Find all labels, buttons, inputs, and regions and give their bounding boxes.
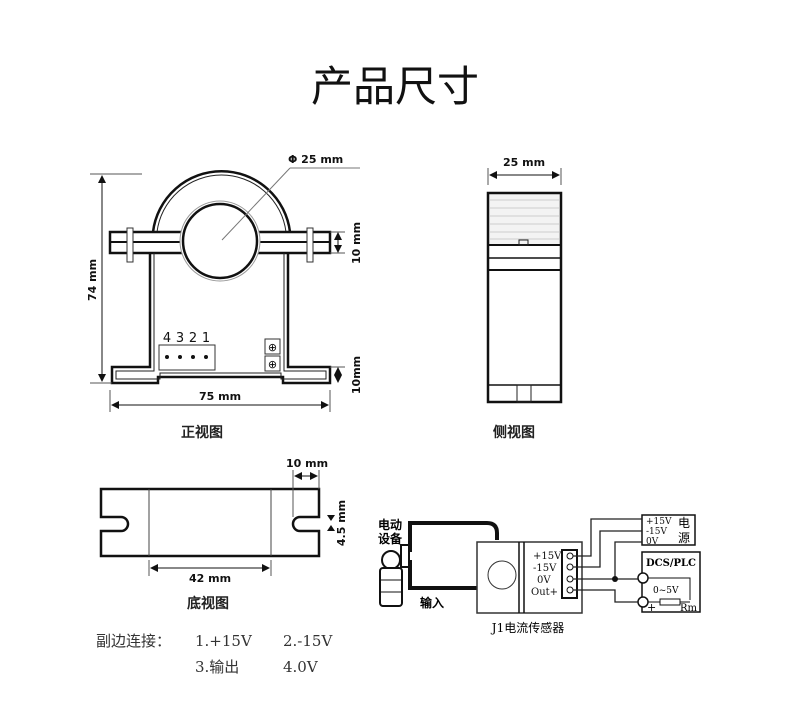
- front-view: 4 3 2 1 ⊕ ⊕ Φ 25 mm 74 mm 10 mm 10mm 75 …: [86, 153, 363, 441]
- dcs-plus-label: +: [647, 601, 656, 614]
- motor-icon: [379, 544, 410, 607]
- front-view-caption: 正视图: [181, 424, 223, 441]
- screw-icon: ⊕: [268, 358, 277, 371]
- height-label: 74 mm: [86, 259, 99, 301]
- input-label: 输入: [420, 595, 444, 610]
- pin-label: 1: [202, 331, 210, 346]
- bottom-view-caption: 底视图: [187, 595, 229, 612]
- power-label: +15V: [646, 517, 672, 527]
- side-width-label: 25 mm: [503, 156, 545, 169]
- pin-label: 2: [189, 331, 197, 346]
- base-plate: [99, 487, 321, 558]
- power-label: -15V: [646, 527, 667, 537]
- connection-notes: 副边连接： 1.+15V 2.-15V 3.输出 4.0V: [96, 632, 333, 676]
- flange-bottom-label: 10mm: [350, 356, 363, 394]
- dcs-range: 0~5V: [653, 586, 679, 596]
- wiring-diagram: 电动 设备 输入 +15V -15V 0V Out+ J1电流传感器 +15V …: [378, 514, 701, 635]
- note-item: 4.0V: [283, 658, 319, 676]
- terminal-block: [561, 549, 578, 599]
- note-item: 1.+15V: [195, 632, 253, 650]
- notes-heading: 副边连接：: [96, 632, 171, 650]
- dcs-title: DCS/PLC: [646, 558, 696, 569]
- arch-outline: [151, 170, 292, 233]
- body-outline: [110, 253, 332, 385]
- screw-terminal: [264, 355, 281, 372]
- diameter-label: Φ 25 mm: [288, 153, 343, 166]
- terminal-label: +15V: [533, 551, 562, 562]
- terminal-label: -15V: [533, 563, 557, 574]
- terminal-label: Out+: [531, 587, 558, 598]
- equipment-label: 电动: [378, 517, 402, 532]
- power-label: 0V: [646, 537, 659, 547]
- spacing-label: 42 mm: [189, 572, 231, 585]
- slot-width-label: 4.5 mm: [335, 500, 348, 546]
- power-title: 电: [678, 516, 690, 530]
- resistor-icon: [659, 598, 681, 606]
- dcs-resistor-label: Rm: [680, 603, 698, 614]
- screw-terminal: [264, 338, 281, 355]
- flange-top-label: 10 mm: [350, 222, 363, 264]
- slot-depth-label: 10 mm: [286, 457, 328, 470]
- note-item: 2.-15V: [283, 632, 333, 650]
- power-title: 源: [678, 531, 690, 545]
- side-view: 25 mm 侧视图: [486, 156, 563, 441]
- bolt-right: [306, 227, 314, 263]
- terminal-label: 0V: [537, 575, 551, 586]
- sensor-name: J1电流传感器: [490, 620, 564, 635]
- bolt-left: [126, 227, 134, 263]
- screw-icon: ⊕: [268, 341, 277, 354]
- bottom-view: 42 mm 10 mm 4.5 mm 底视图: [99, 457, 348, 612]
- pin-label: 3: [176, 331, 184, 346]
- note-item: 3.输出: [195, 658, 239, 676]
- pin-label: 4: [163, 331, 171, 346]
- side-view-caption: 侧视图: [493, 424, 535, 441]
- width-label: 75 mm: [199, 390, 241, 403]
- equipment-label: 设备: [378, 531, 403, 546]
- page-title: 产品尺寸: [311, 62, 479, 111]
- power-supply-box: [641, 514, 696, 546]
